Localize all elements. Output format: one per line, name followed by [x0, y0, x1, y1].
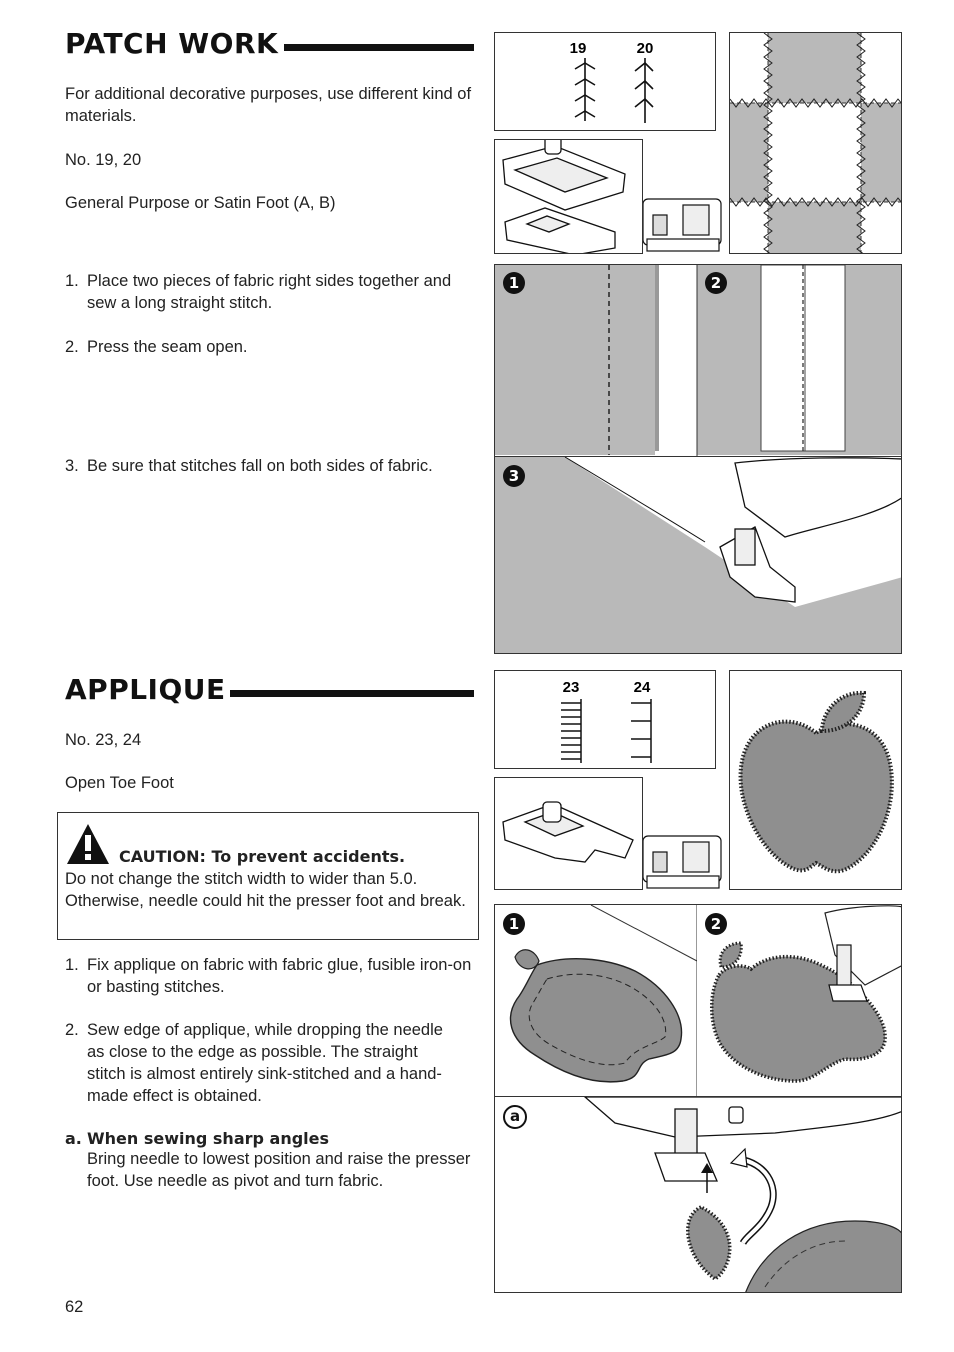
applique-stitch-pattern-figure: 23 24 — [494, 670, 716, 769]
stitch-label-20: 20 — [637, 40, 654, 57]
seam-illustration — [495, 265, 901, 457]
stitch-label-23: 23 — [563, 679, 580, 696]
step-number: 1. — [65, 272, 79, 290]
step-text: Be sure that stitches fall on both sides… — [87, 457, 433, 475]
sewing-machine-icon — [642, 195, 723, 253]
patchwork-title: PATCH WORK — [65, 27, 279, 60]
step-text: Press the seam open. — [87, 338, 248, 356]
patchwork-intro: For additional decorative purposes, use … — [65, 85, 472, 125]
patchwork-stitch-pattern-figure: 19 20 — [494, 32, 716, 131]
applique-steps-figure: 1 2 — [494, 904, 902, 1097]
sharp-angles-label: a. — [65, 1129, 82, 1148]
page-number: 62 — [65, 1298, 84, 1316]
stitch-label-19: 19 — [570, 40, 587, 57]
applique-step-1: 1. Fix applique on fabric with fabric gl… — [65, 954, 475, 998]
patchwork-step3-figure: 3 — [494, 456, 902, 654]
stitch-pattern-illustration: 19 20 — [570, 40, 654, 123]
title-rule — [284, 44, 474, 51]
applique-step-2: 2. Sew edge of applique, while dropping … — [65, 1019, 460, 1107]
step-text: Sew edge of applique, while dropping the… — [87, 1021, 443, 1105]
applique-pattern-numbers: No. 23, 24 — [65, 731, 142, 749]
sharp-angle-figure: a — [494, 1096, 902, 1293]
applique-title: APPLIQUE — [65, 673, 226, 706]
apple-illustration — [738, 690, 894, 874]
caution-title: CAUTION: To prevent accidents. — [119, 847, 406, 866]
patchwork-pattern-numbers: No. 19, 20 — [65, 151, 142, 169]
sharp-angles-text: Bring needle to lowest position and rais… — [87, 1150, 471, 1190]
sewing-machine-icon — [642, 832, 723, 890]
step-badge-a: a — [503, 1105, 527, 1129]
sharp-angles-title: When sewing sharp angles — [87, 1129, 330, 1148]
caution-text: Do not change the stitch width to wider … — [65, 870, 466, 910]
sharp-angle-illustration — [495, 1097, 901, 1292]
open-toe-foot-figure — [494, 777, 643, 890]
patchwork-steps-figure: 1 2 — [494, 264, 902, 458]
applique-steps-illustration — [495, 905, 901, 1096]
applique-foot: Open Toe Foot — [65, 774, 174, 792]
step-badge-3: 3 — [503, 465, 525, 487]
apple-applique-figure — [729, 670, 902, 890]
quilt-illustration — [730, 33, 901, 253]
stitch-label-24: 24 — [634, 679, 651, 696]
patchwork-quilt-figure — [729, 32, 902, 254]
step-text: Place two pieces of fabric right sides t… — [87, 272, 452, 312]
caution-box: CAUTION: To prevent accidents. Do not ch… — [57, 812, 479, 940]
patchwork-step-3: 3. Be sure that stitches fall on both si… — [65, 455, 485, 477]
machine-sewing-illustration — [495, 457, 901, 653]
step-badge-2: 2 — [705, 913, 727, 935]
step-text: Fix applique on fabric with fabric glue,… — [87, 956, 472, 996]
patchwork-foot: General Purpose or Satin Foot (A, B) — [65, 194, 336, 212]
step-number: 1. — [65, 956, 79, 974]
step-badge-1: 1 — [503, 913, 525, 935]
step-number: 2. — [65, 338, 79, 356]
warning-icon — [67, 824, 109, 864]
sharp-angles-section: a. When sewing sharp angles Bring needle… — [65, 1129, 475, 1192]
patchwork-step-1: 1. Place two pieces of fabric right side… — [65, 270, 475, 314]
open-toe-foot-illustration — [502, 801, 634, 863]
patchwork-step-2: 2. Press the seam open. — [65, 336, 475, 358]
stitch-pattern-illustration: 23 24 — [561, 679, 652, 763]
presser-foot-illustration — [502, 140, 626, 253]
step-badge-2: 2 — [705, 272, 727, 294]
presser-foot-figure — [494, 139, 643, 254]
step-number: 2. — [65, 1021, 79, 1039]
title-rule — [230, 690, 474, 697]
step-number: 3. — [65, 457, 79, 475]
step-badge-1: 1 — [503, 272, 525, 294]
